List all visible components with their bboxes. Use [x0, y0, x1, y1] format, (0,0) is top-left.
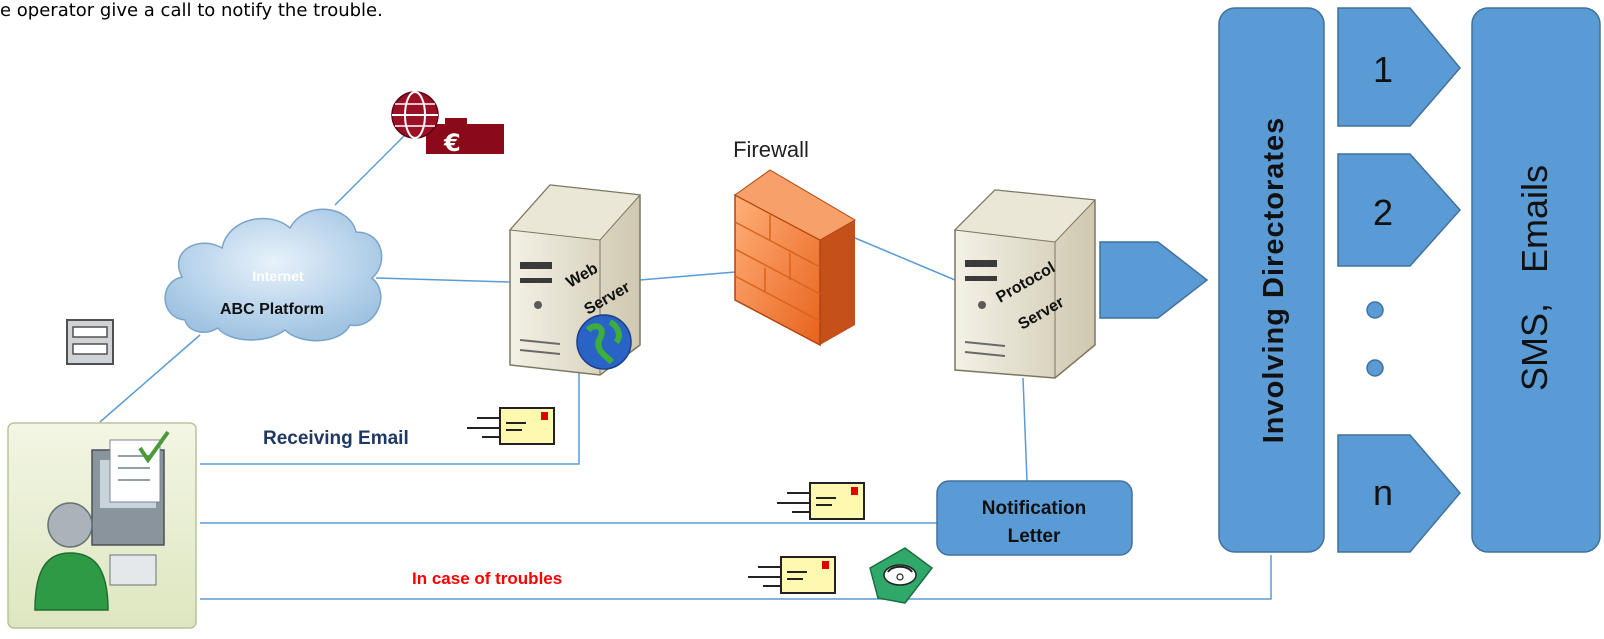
globe-euro-icon: €	[391, 91, 504, 157]
channel-label-n: n	[1373, 472, 1393, 513]
line-protocol-to-notification	[1022, 377, 1028, 482]
cloud-label-internet: Internet	[252, 268, 304, 284]
directorates-label: Involving Directorates	[1258, 117, 1290, 444]
line-cloud-to-payment	[334, 129, 411, 206]
line-webserver-to-firewall	[639, 271, 736, 281]
connector-lines	[99, 129, 1272, 600]
notification-label-line2: Letter	[1008, 526, 1061, 547]
sms-emails-box: SMS, Emails	[1471, 7, 1601, 553]
svg-text:€: €	[443, 129, 461, 157]
channel-arrow-2: 2	[1337, 153, 1462, 267]
globe-icon	[576, 314, 632, 370]
internet-cloud-icon: Internet ABC Platform	[164, 208, 383, 342]
cloud-label-platform: ABC Platform	[220, 301, 324, 318]
channel-arrow-1: 1	[1337, 7, 1461, 127]
involving-directorates-box: Involving Directorates	[1218, 7, 1325, 553]
line-user-to-webserver	[200, 370, 580, 465]
firewall-label: Firewall	[733, 137, 809, 162]
firewall-icon: Firewall	[733, 137, 856, 347]
receiving-email-label: Receiving Email	[263, 428, 409, 449]
notification-letter-box: Notification Letter	[936, 480, 1133, 556]
form-icon	[66, 319, 114, 365]
ellipsis-dot-2	[1366, 359, 1384, 377]
protocol-server-icon: Protocol Server	[953, 189, 1097, 379]
sms-emails-label: SMS, Emails	[1514, 165, 1555, 391]
line-firewall-to-protocol	[854, 237, 956, 281]
troubles-label: In case of troubles	[412, 569, 562, 588]
phone-icon	[869, 547, 934, 604]
line-user-to-directorates	[200, 555, 1272, 600]
line-cloud-to-webserver	[375, 277, 511, 283]
notification-label-line1: Notification	[982, 498, 1087, 519]
email-envelope-icon-2	[777, 482, 865, 520]
email-envelope-icon-3	[748, 556, 836, 594]
ellipsis-dot-1	[1366, 301, 1384, 319]
channel-label-1: 1	[1373, 49, 1393, 90]
protocol-to-directorates-arrow	[1099, 241, 1209, 319]
email-envelope-icon-1	[467, 407, 555, 445]
channel-arrow-n: n	[1337, 434, 1461, 553]
web-server-icon: Web Server	[508, 184, 642, 376]
user-workstation-icon	[7, 422, 197, 629]
top-caption: e operator give a call to notify the tro…	[0, 0, 383, 21]
channel-label-2: 2	[1373, 192, 1393, 233]
line-user-to-cloud	[99, 334, 201, 423]
